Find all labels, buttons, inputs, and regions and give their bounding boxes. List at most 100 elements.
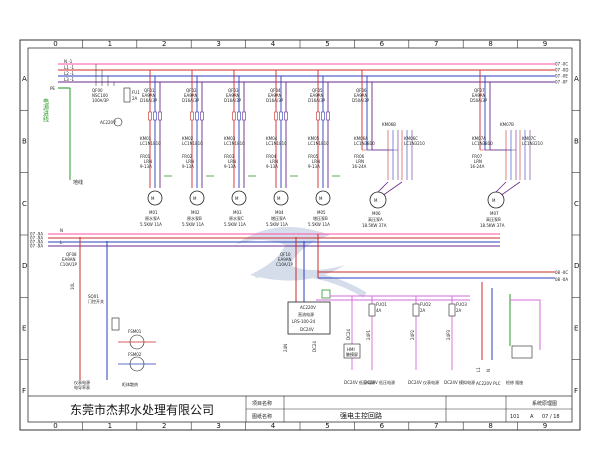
plc-caption: AC220V PLC bbox=[476, 381, 501, 386]
motor-tag: M02 bbox=[191, 210, 200, 215]
grid-row-letter-left: D bbox=[22, 262, 27, 270]
power-inlet-label: 电源进线 bbox=[42, 97, 49, 122]
motor-m-glyph: M bbox=[319, 196, 323, 201]
psu-in-label: AC220V bbox=[300, 305, 316, 310]
contactor-c-type: LC1N3210 bbox=[522, 141, 543, 146]
contact-mark bbox=[237, 111, 241, 121]
top-bus-right-label: 07 -0C bbox=[555, 62, 568, 67]
company-name: 东莞市杰邦水处理有限公司 bbox=[70, 402, 214, 417]
instr-power-caption: 仪表电源 bbox=[74, 379, 90, 385]
overload-tag: FR06 bbox=[354, 154, 365, 159]
overload-tag: FR04 bbox=[266, 154, 277, 159]
main-breaker: QF00 NSC100 100A/3P bbox=[92, 88, 109, 103]
grid-col-number-top: 7 bbox=[434, 40, 438, 48]
dc-wire-label: 24P3 bbox=[446, 329, 451, 340]
motor-group: QF02EA9AND16A/3PKM02LC1N1810FR02LRN9-13A… bbox=[182, 70, 214, 227]
grid-row-letter-right: C bbox=[574, 200, 579, 208]
fuse-fu1: FU1 2A AC220V bbox=[100, 87, 140, 127]
motor-m-glyph: M bbox=[151, 196, 155, 201]
fuse-rating: 2A bbox=[420, 308, 426, 313]
plc-wire-n: N bbox=[486, 369, 491, 372]
overload-type: LRN bbox=[228, 159, 236, 164]
motor-group: QF05EA9AND16A/3PKM05LC1N1810FR05LRN9-13A… bbox=[308, 70, 340, 227]
top-bus-left-label: L1 -1 bbox=[64, 65, 74, 70]
grid-col-number-bottom: 6 bbox=[380, 422, 385, 430]
contact-mark bbox=[321, 111, 325, 121]
sq01-tag: SQ01 bbox=[88, 294, 99, 299]
overload-type: LRN bbox=[186, 159, 194, 164]
overload-tag: FR07 bbox=[472, 154, 483, 159]
contactor-type: LC1N1810 bbox=[308, 141, 329, 146]
revision: A bbox=[530, 414, 534, 420]
motor-symbol bbox=[189, 190, 205, 206]
motor-tag: M04 bbox=[275, 210, 284, 215]
qf08-rating: C10A/1P bbox=[60, 262, 78, 267]
motor-power: 18.5KW 37A bbox=[362, 223, 387, 228]
contact-mark bbox=[242, 111, 246, 121]
mid-bus-n-label: N bbox=[60, 228, 63, 233]
psu-title: 直流电源 bbox=[298, 311, 314, 317]
overload-type: LRN bbox=[356, 159, 364, 164]
motor-tag: M07 bbox=[490, 211, 499, 216]
breaker-rating: D16A/3P bbox=[308, 98, 326, 103]
grid-col-number-bottom: 1 bbox=[108, 422, 112, 430]
overload-type: LRN bbox=[474, 159, 482, 164]
grid-row-letter-left: A bbox=[22, 75, 27, 83]
breaker-type: EA9AN bbox=[142, 93, 156, 98]
watermark-logo bbox=[235, 227, 367, 298]
overload-range: 16-24A bbox=[352, 164, 367, 169]
sheet-number: 07 / 18 bbox=[542, 414, 560, 420]
hmi-box bbox=[343, 343, 361, 359]
grid-row-letter-left: F bbox=[22, 387, 26, 395]
overload-tag: FR01 bbox=[140, 154, 151, 159]
fan-1-tag: FSM01 bbox=[128, 329, 142, 334]
motor-tag: M05 bbox=[317, 210, 326, 215]
contact-mark bbox=[153, 111, 157, 121]
contactor-tag: KM01 bbox=[140, 136, 152, 141]
grid-col-number-bottom: 7 bbox=[434, 422, 438, 430]
grid-col-number-bottom: 8 bbox=[488, 422, 492, 430]
overload-tag: FR05 bbox=[308, 154, 319, 159]
breaker-rating: D16A/3P bbox=[266, 98, 284, 103]
dc-power-supply: QF10 EA9AN C10A/1P AC220V 直流电源 LRS-100-2… bbox=[276, 237, 331, 352]
fuse-tag: FUO3 bbox=[456, 302, 467, 307]
high-pressure-pump-groups: QF06EA9AND50A/3PKM06ALC1N3810KM06BKM06CL… bbox=[352, 70, 543, 228]
grid-row-letter-right: D bbox=[574, 262, 579, 270]
dc-wire-label: DC24 bbox=[346, 329, 351, 340]
overload-tag: FR03 bbox=[224, 154, 235, 159]
contactor-a-tag: KM06A bbox=[354, 136, 368, 141]
motor-power: 5.5KW 11A bbox=[224, 222, 246, 227]
motor-name: 高压泵B bbox=[486, 216, 501, 222]
indicator-voltage: AC220V bbox=[100, 120, 116, 125]
grid-row-letter-right: E bbox=[574, 325, 578, 333]
dc-wire-label: 24P2 bbox=[410, 329, 415, 340]
breaker-tag: QF01 bbox=[144, 88, 155, 93]
grid-col-number-top: 6 bbox=[380, 40, 385, 48]
overload-range: 9-13A bbox=[182, 164, 194, 169]
motor-tag: M03 bbox=[233, 210, 242, 215]
qf10-type: EA9AN bbox=[278, 257, 292, 262]
cabinet-fan-caption: 柜体散热 bbox=[122, 381, 138, 387]
breaker-type: EA9AN bbox=[354, 93, 368, 98]
main-breaker-tag: QF00 bbox=[92, 88, 103, 93]
motor-name: 增压泵A bbox=[271, 215, 286, 221]
psu-wire-dc24: DC24 bbox=[312, 341, 317, 352]
breaker-tag: QF06 bbox=[356, 88, 367, 93]
motor-m-glyph: M bbox=[492, 198, 496, 203]
motor-name: 原水泵A bbox=[145, 215, 160, 221]
overload-type: LRN bbox=[144, 159, 152, 164]
motor-power: 5.5KW 11A bbox=[308, 222, 330, 227]
breaker-tag: QF02 bbox=[186, 88, 197, 93]
grid-col-number-top: 1 bbox=[108, 40, 112, 48]
top-bus-left-label: L3 -1 bbox=[64, 77, 74, 82]
top-bus-right-label: 07 -0F bbox=[555, 80, 568, 85]
contactor-a-tag: KM07A bbox=[472, 136, 486, 141]
top-bus-right-label: 07 -0E bbox=[555, 74, 568, 79]
contact-mark bbox=[195, 111, 199, 121]
frame-outer bbox=[19, 39, 581, 431]
lower-bus-right-label: 08 -0C bbox=[555, 270, 568, 275]
grid-col-number-bottom: 0 bbox=[53, 422, 57, 430]
motor-symbol bbox=[315, 190, 331, 206]
